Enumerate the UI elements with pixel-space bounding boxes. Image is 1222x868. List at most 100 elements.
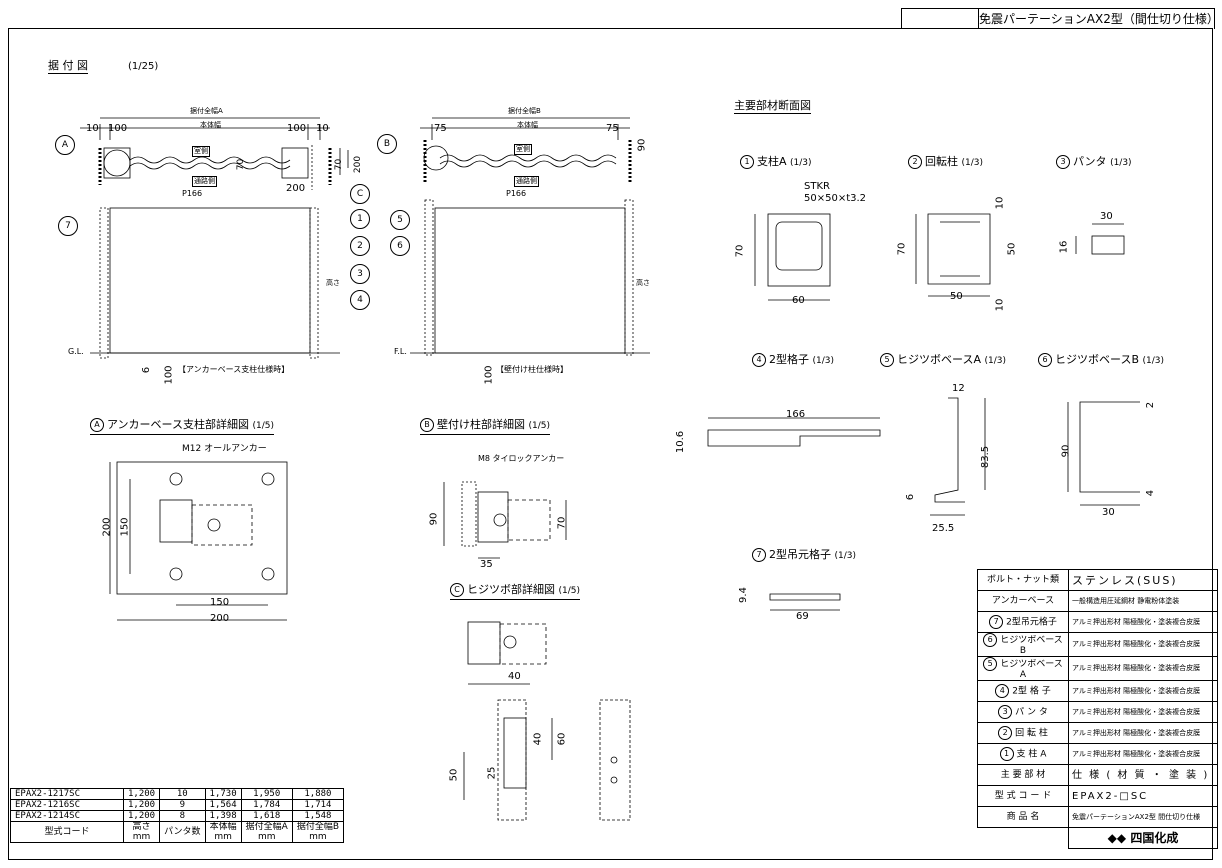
detail-a-w1: 150 xyxy=(210,597,230,608)
detail-b-h1: 90 xyxy=(428,512,440,526)
dim-left-10a: 10 xyxy=(86,123,99,134)
section-5-b: 6 xyxy=(905,493,917,501)
detail-c-v1: 25 xyxy=(486,766,498,780)
section-3-shape xyxy=(1075,223,1125,255)
table-header: 型式コード xyxy=(10,821,124,843)
callout-5: 5 xyxy=(390,210,410,230)
detail-b-shape xyxy=(443,481,567,559)
detail-c-shape xyxy=(463,621,631,821)
plan-left xyxy=(80,117,349,190)
dim-right-75b: 75 xyxy=(606,123,619,134)
section-5-shape xyxy=(930,397,986,516)
table-cell: EPAX2-1217SC xyxy=(10,788,124,800)
section-2-t1: 10 xyxy=(994,196,1006,210)
table-row: ボルト・ナット類ステンレス(SUS) xyxy=(977,569,1218,591)
dim-left-10b: 10 xyxy=(316,123,329,134)
dim-right-90: 90 xyxy=(636,138,648,152)
section-1-spec1: STKR xyxy=(804,181,830,192)
table-cell: 1,200 xyxy=(122,799,161,811)
table-cell: 1,880 xyxy=(291,788,345,800)
dim-right-75a: 75 xyxy=(434,123,447,134)
callout-c: C xyxy=(350,184,370,204)
label-sliding-right: 室側 xyxy=(514,144,532,155)
dim-left-70a: 70 xyxy=(236,158,247,171)
section-2-shape xyxy=(915,213,991,297)
spec-value: EPAX2-□SC xyxy=(1068,785,1218,807)
label-body-left: 本体幅 xyxy=(200,121,221,129)
callout-a: A xyxy=(55,135,75,155)
drawing-frame xyxy=(8,28,1213,860)
spec-item: 商 品 名 xyxy=(977,806,1069,828)
section-6-t: 2 xyxy=(1145,401,1157,409)
detail-b-h2: 70 xyxy=(556,516,568,530)
caption-left: 【アンカーベース支柱仕様時】 xyxy=(178,365,290,374)
plan-right xyxy=(420,117,632,182)
detail-b-anchor: M8 タイロックアンカー xyxy=(478,454,565,463)
dim-left-200a: 200 xyxy=(353,155,364,174)
table-cell: 1,784 xyxy=(240,799,293,811)
label-width-a: 据付全幅A xyxy=(190,107,223,115)
spec-item: 主 要 部 材 xyxy=(977,764,1069,786)
dim-floor-6: 6 xyxy=(141,366,153,374)
dim-left-100b: 100 xyxy=(287,123,307,134)
detail-a-shape xyxy=(109,461,288,621)
label-body-right: 本体幅 xyxy=(517,121,538,129)
table-cell: 1,200 xyxy=(122,788,161,800)
spec-value: 免震パーテーションAX2型 間仕切り仕様 xyxy=(1068,806,1218,828)
table-cell: 1,548 xyxy=(291,810,345,822)
callout-6: 6 xyxy=(390,236,410,256)
callout-4: 4 xyxy=(350,290,370,310)
callout-2: 2 xyxy=(350,236,370,256)
table-row: 主 要 部 材仕 様 ( 材 質 ・ 塗 装 ) xyxy=(977,764,1218,786)
caption-right: 【壁付け柱仕様時】 xyxy=(496,365,568,374)
spec-value: アルミ押出形材 陽極酸化・塗装複合皮膜 xyxy=(1068,722,1218,744)
spec-item: ボルト・ナット類 xyxy=(977,569,1069,591)
title-block: 免震パーテーションAX2型（間仕切り仕様） xyxy=(901,8,1219,29)
label-fl: F.L. xyxy=(394,347,407,356)
label-width-b: 据付全幅B xyxy=(508,107,541,115)
detail-a-h1: 150 xyxy=(119,517,131,537)
dim-floor-100a: 100 xyxy=(163,365,175,385)
table-header: パンタ数 xyxy=(159,821,206,843)
spec-value: アルミ押出形材 陽極酸化・塗装複合皮膜 xyxy=(1068,680,1218,702)
label-corridor-right: 通路側 xyxy=(514,176,539,187)
table-cell: 1,564 xyxy=(204,799,242,811)
detail-a-h2: 200 xyxy=(101,517,113,537)
section-2-w: 50 xyxy=(950,291,963,302)
dim-left-100a: 100 xyxy=(108,123,128,134)
callout-1: 1 xyxy=(350,209,370,229)
section-1-w: 60 xyxy=(792,295,805,306)
section-3-w: 30 xyxy=(1100,211,1113,222)
table-row: ◆◆ 四国化成 xyxy=(978,827,1218,849)
callout-3: 3 xyxy=(350,264,370,284)
spec-item: アンカーベース xyxy=(977,590,1069,612)
section-1-shape xyxy=(754,213,831,301)
section-6-b: 4 xyxy=(1145,489,1157,497)
section-5-w: 25.5 xyxy=(932,523,955,534)
section-7-w: 69 xyxy=(796,611,809,622)
detail-c-h1: 40 xyxy=(532,732,544,746)
table-cell: EPAX2-1216SC xyxy=(10,799,124,811)
pitch-right: P166 xyxy=(506,189,527,198)
table-cell: 9 xyxy=(159,799,206,811)
section-1-h: 70 xyxy=(734,244,746,258)
section-2-h: 70 xyxy=(896,242,908,256)
table-row: EPAX2-1216SC 1,200 9 1,564 1,784 1,714 xyxy=(10,799,345,811)
label-height-right: 高さ xyxy=(636,279,650,287)
